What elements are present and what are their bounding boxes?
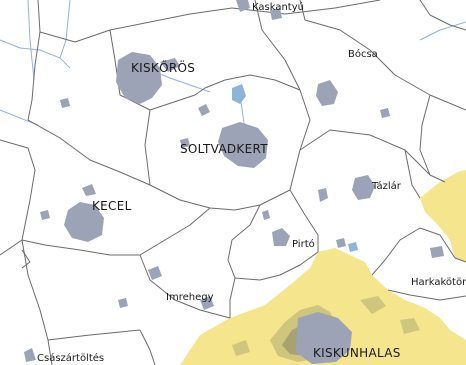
river — [59, 0, 71, 59]
protected-area-patch — [360, 296, 386, 314]
label-bocsa[interactable]: Bócsa — [348, 48, 378, 60]
settlement-csaszartoltes — [24, 348, 36, 362]
settlement-tazlar-west — [318, 188, 328, 202]
label-kiskoros[interactable]: KISKŐRÖS — [131, 59, 195, 75]
settlement-imrehegy — [148, 266, 162, 280]
protected-area-patch — [400, 318, 420, 334]
label-harkakotony[interactable]: Harkakötön — [411, 277, 466, 288]
boundary — [254, 0, 301, 91]
label-pirto[interactable]: Pirtó — [292, 238, 315, 250]
settlement-kecel-north — [82, 184, 96, 196]
boundary — [21, 239, 140, 256]
stream — [419, 21, 466, 41]
boundary — [204, 74, 301, 91]
boundary — [371, 227, 421, 276]
label-kaskantyu[interactable]: Kaskantyú — [252, 1, 304, 13]
boundary — [419, 0, 466, 31]
protected-area-patch — [232, 340, 250, 356]
boundary — [37, 0, 233, 43]
boundary — [234, 251, 319, 281]
boundary — [404, 149, 421, 199]
settlement-soltvadkert — [218, 122, 268, 168]
boundary — [47, 329, 141, 341]
settlement-harkakotony — [430, 246, 444, 258]
canal — [27, 0, 35, 81]
label-kiskunhalas[interactable]: KISKUNHALAS — [313, 346, 401, 360]
boundary — [21, 239, 53, 365]
boundary — [139, 254, 231, 319]
boundary — [419, 227, 466, 263]
settlement-bocsa — [316, 80, 338, 106]
settlement-patch — [336, 238, 346, 248]
settlement-patch — [270, 8, 282, 20]
boundary — [299, 129, 446, 183]
boundary — [139, 207, 211, 256]
boundary — [0, 239, 23, 256]
settlement-kiskoros-east — [160, 58, 180, 72]
settlement-patch — [60, 98, 70, 108]
lake-layer — [232, 84, 358, 252]
settlement-patch — [198, 104, 210, 116]
boundary — [289, 189, 319, 252]
settlement-patch — [40, 210, 50, 220]
label-tazlar[interactable]: Tázlár — [371, 180, 402, 192]
label-layer: Kaskantyú Bócsa KISKŐRÖS SOLTVADKERT Táz… — [37, 1, 466, 364]
settlement-kiskoros — [116, 52, 162, 104]
boundary — [21, 249, 31, 269]
settlement-patch — [262, 210, 270, 220]
boundary — [231, 0, 381, 15]
boundary — [227, 204, 261, 318]
boundary — [109, 29, 206, 111]
boundary — [144, 109, 151, 186]
protected-area-east — [420, 170, 466, 262]
settlement-patch — [380, 108, 390, 118]
protected-area-south — [180, 248, 466, 365]
boundary — [289, 89, 311, 191]
settlement-kiskunhalas — [296, 312, 352, 364]
settlement-patch — [200, 296, 214, 310]
lake — [232, 84, 246, 104]
boundary — [27, 31, 41, 121]
boundary — [0, 139, 36, 241]
lake — [348, 242, 358, 252]
settlement-patch — [180, 138, 190, 148]
label-imrehegy[interactable]: Imrehegy — [166, 292, 214, 303]
label-kecel[interactable]: KECEL — [92, 199, 132, 213]
settlement-patch — [118, 298, 128, 308]
river — [0, 39, 71, 69]
settlement-kecel — [64, 202, 104, 242]
label-csaszartoltes[interactable]: Császártöltés — [37, 352, 104, 364]
settlement-layer — [24, 0, 444, 364]
settlement-pirto — [272, 228, 290, 246]
boundary — [387, 289, 466, 301]
settlement-tazlar — [352, 175, 375, 200]
boundary — [419, 94, 431, 176]
settlement-kaskantyu — [236, 0, 250, 12]
boundary — [139, 329, 156, 365]
boundary — [27, 119, 291, 211]
label-soltvadkert[interactable]: SOLTVADKERT — [180, 142, 268, 156]
